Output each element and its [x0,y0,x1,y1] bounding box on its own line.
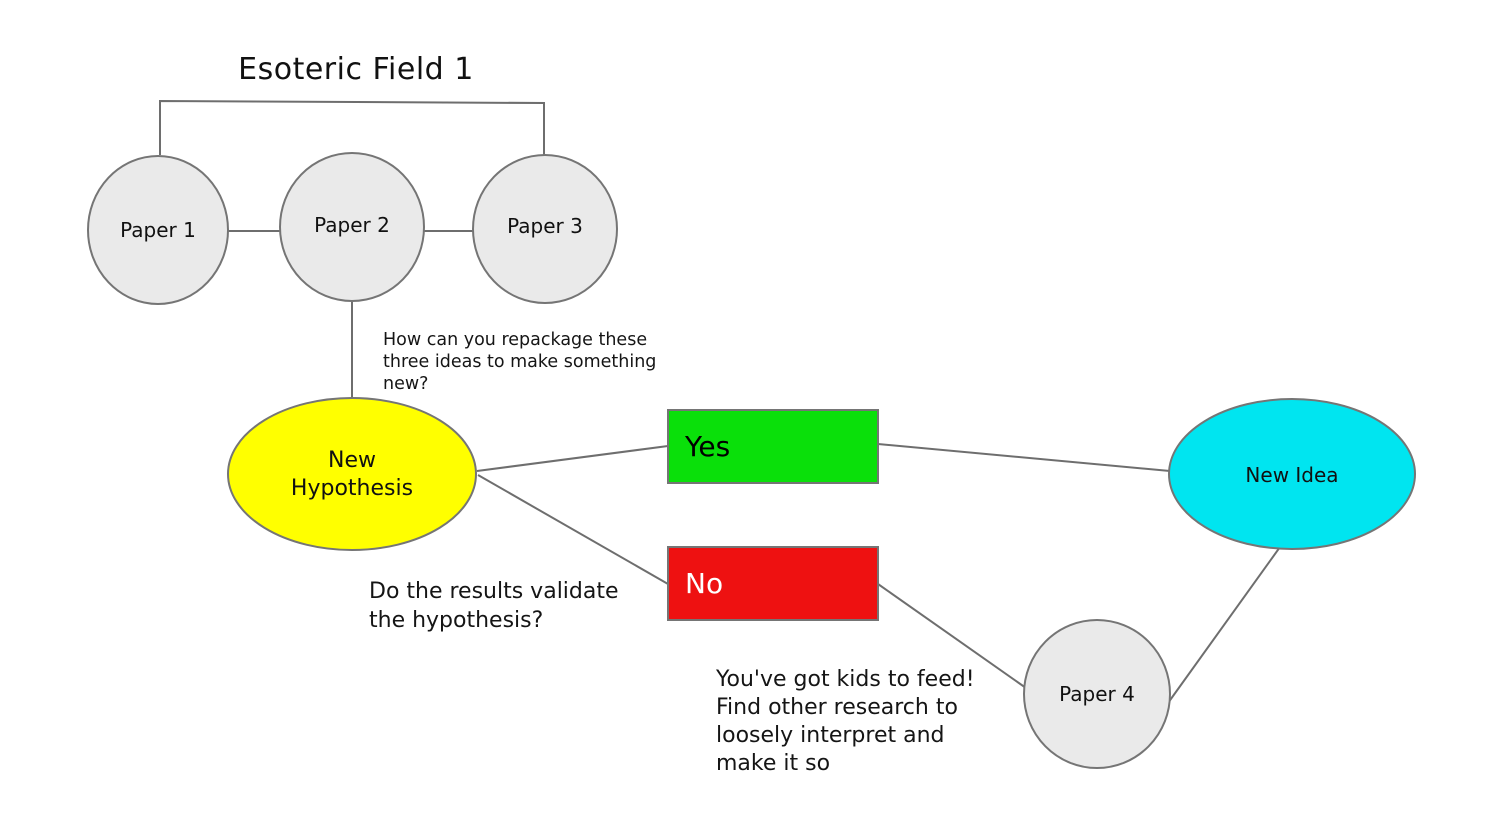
node-new-idea [1168,398,1416,550]
node-new-hypothesis [227,397,477,551]
edge-paper4-idea [1167,546,1281,704]
node-paper1 [87,155,229,305]
edge-hypothesis-no [477,474,669,585]
paper1-label: Paper 1 [120,218,196,242]
yes-label: Yes [685,430,731,463]
node-yes-box [667,409,879,484]
annotation-consequence: You've got kids to feed! Find other rese… [716,667,975,776]
no-label: No [685,567,724,600]
node-paper4 [1023,619,1171,769]
diagram-title: Esoteric Field 1 [238,52,474,87]
node-paper3 [472,154,618,304]
paper3-label: Paper 3 [507,214,583,238]
paper4-label: Paper 4 [1059,682,1135,706]
edge-yes-idea [877,443,1171,472]
node-paper2 [279,152,425,302]
annotation-validate: Do the results validate the hypothesis? [369,579,619,633]
edge-no-paper4 [877,583,1027,689]
edge-hypothesis-yes [476,445,669,472]
node-no-box [667,546,879,621]
new-hypothesis-label: New Hypothesis [290,448,414,501]
paper2-label: Paper 2 [314,213,390,237]
edge-field-bracket [159,99,545,155]
annotation-repackage: How can you repackage these three ideas … [383,330,657,394]
new-idea-label: New Idea [1245,463,1339,487]
